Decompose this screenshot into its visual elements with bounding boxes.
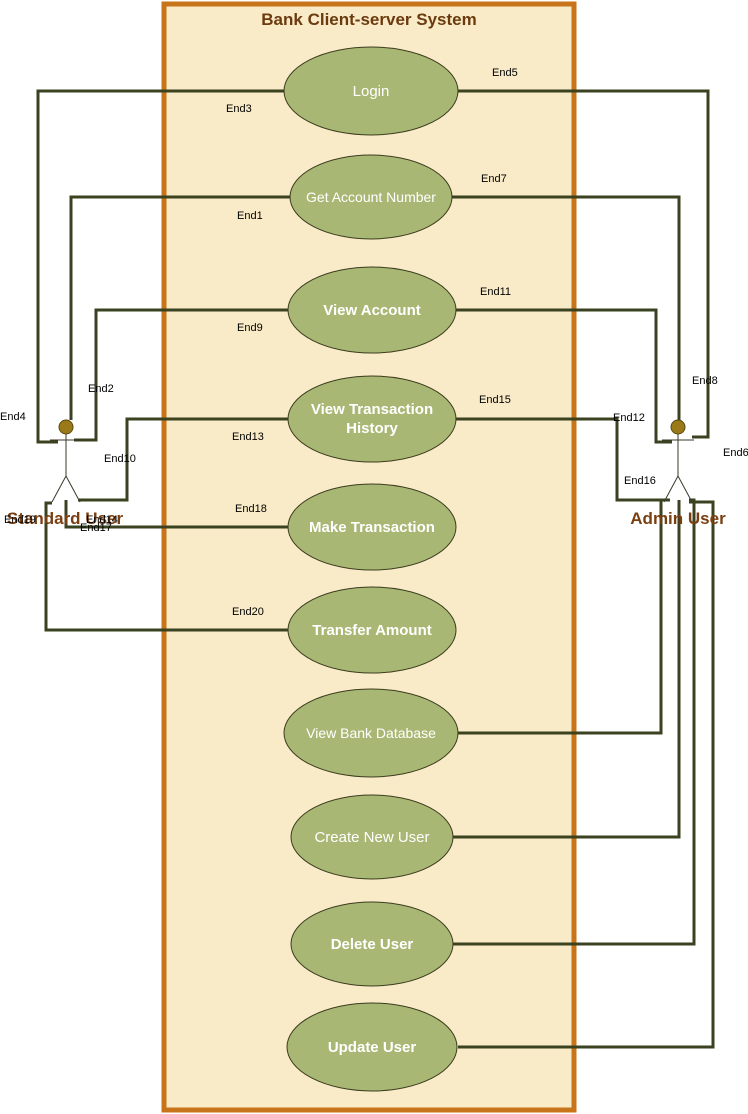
assoc-history-admin [456,417,667,502]
end-label: End11 [480,286,511,298]
actor-admin-user-label: Admin User [630,509,726,528]
actor-head-icon [670,419,686,435]
end-label: End13 [232,431,264,443]
use-case-label: Make Transaction [309,519,435,536]
assoc-login-admin [458,89,710,439]
use-case-get-account-number[interactable]: Get Account Number [289,154,453,240]
actor-standard-user[interactable] [50,419,82,503]
actor-standard-user-label: Standard User [7,509,124,528]
end-label: End19 [4,514,36,526]
use-case-label: Transfer Amount [312,622,431,639]
assoc-history-standard [78,417,289,502]
end-label: End16 [624,475,656,487]
end-label: End8 [692,375,718,387]
assoc-getacct-standard [69,195,291,420]
end-label: End6 [723,447,748,459]
end-label: End5 [492,67,518,79]
end-label: End3 [226,103,252,115]
end-label: End12 [613,412,645,424]
use-case-view-transaction-history[interactable]: View Transaction History [287,375,457,463]
use-case-view-bank-database[interactable]: View Bank Database [283,688,459,778]
actor-head-icon [58,419,74,435]
end-label: End10 [104,453,136,465]
use-case-create-new-user[interactable]: Create New User [290,794,454,880]
assoc-login-standard [36,89,286,444]
end-label: End2 [88,383,114,395]
assoc-getacct-admin [452,195,681,420]
assoc-viewacct-admin [456,308,672,444]
end-labels: End3 End5 End1 End7 End9 End11 End2 End4… [0,67,748,618]
use-case-label: View Bank Database [306,725,436,741]
use-case-label: Get Account Number [306,189,436,205]
assoc-viewacct-standard [74,308,289,442]
use-case-label-line1: View Transaction [311,401,433,418]
use-case-transfer-amount[interactable]: Transfer Amount [287,586,457,674]
end-label: End9 [237,322,263,334]
assoc-updateuser-admin [458,500,715,1049]
use-case-delete-user[interactable]: Delete User [290,901,454,987]
actor-admin-user[interactable] [662,419,694,503]
end-label: End1 [237,210,263,222]
use-case-label: Delete User [331,936,414,953]
use-case-update-user[interactable]: Update User [286,1002,458,1092]
use-case-label-line2: History [346,420,398,437]
use-case-view-account[interactable]: View Account [287,266,457,354]
end-label: End17 [80,522,112,534]
end-label: End15 [479,394,511,406]
use-case-label: Create New User [314,829,429,846]
use-case-login[interactable]: Login [283,46,459,136]
system-title: Bank Client-server System [261,10,476,29]
end-label: End4 [0,411,26,423]
assoc-maketx-standard [64,500,289,529]
assoc-transfer-standard [44,501,289,632]
use-case-label: Update User [328,1039,417,1056]
assoc-createuser-admin [453,500,681,839]
association-lines [36,89,715,1049]
use-case-make-transaction[interactable]: Make Transaction [287,483,457,571]
assoc-deleteuser-admin [453,498,696,946]
end-label: End7 [481,173,507,185]
end-label: End20 [232,606,264,618]
use-case-label: Login [353,83,390,100]
end-label: End14 [86,514,118,526]
end-label: End18 [235,503,267,515]
use-case-label: View Account [323,302,421,319]
